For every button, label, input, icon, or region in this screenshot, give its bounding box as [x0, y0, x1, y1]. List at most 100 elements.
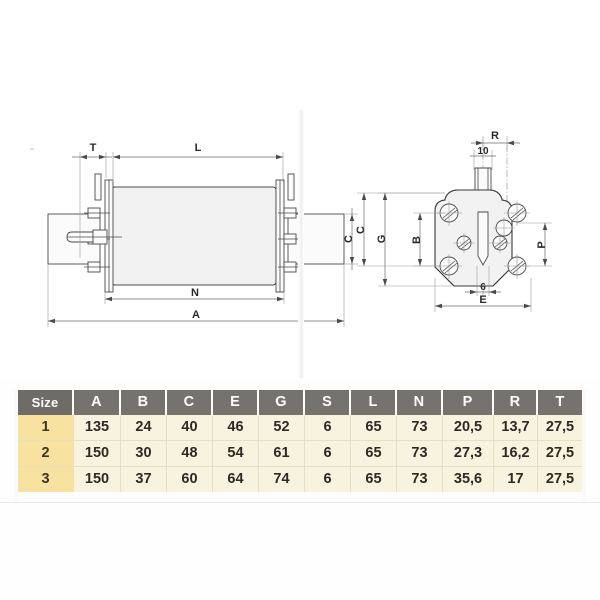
- drawings-svg: T L C: [30, 130, 552, 327]
- table-right-shade: [582, 390, 586, 502]
- dimension-table: Size A B C E G S L N P R T 1 135: [18, 390, 582, 492]
- screw-top-right: [504, 201, 530, 226]
- arrow: [417, 213, 423, 220]
- dim-C-left-view: C: [343, 208, 358, 270]
- corner-screws: [436, 201, 530, 279]
- cell-e: 46: [213, 415, 259, 441]
- dim-L: L: [112, 142, 284, 182]
- dim-label-B: B: [411, 236, 423, 244]
- arrow: [507, 140, 514, 146]
- arrow: [361, 193, 367, 200]
- dim-10: 10: [470, 146, 496, 170]
- cell-l: 65: [351, 415, 397, 441]
- dim-label-A: A: [192, 309, 200, 321]
- cell-b: 30: [121, 441, 167, 467]
- column-header-a[interactable]: A: [74, 390, 121, 415]
- cell-l: 65: [351, 441, 397, 467]
- arrow: [382, 193, 388, 200]
- column-header-t[interactable]: T: [538, 390, 582, 415]
- arrow: [349, 214, 355, 221]
- fuse-body: [111, 186, 277, 286]
- arrow: [542, 223, 548, 230]
- dim-label-P: P: [536, 241, 548, 248]
- technical-drawing-area: T L C: [30, 110, 552, 378]
- column-header-p[interactable]: P: [443, 390, 494, 415]
- left-grip-lug: [94, 173, 102, 201]
- cell-a: 135: [74, 415, 121, 441]
- arrow: [476, 140, 483, 146]
- cell-size: 3: [18, 467, 74, 492]
- cell-n: 73: [397, 467, 443, 492]
- striker-pin: [66, 229, 122, 245]
- arrow: [524, 303, 531, 309]
- dim-G: G: [376, 192, 452, 287]
- arrow: [349, 257, 355, 264]
- arrow: [417, 259, 423, 266]
- dim-label-C: C: [343, 235, 355, 243]
- column-header-b[interactable]: B: [121, 390, 167, 415]
- table-header: Size A B C E G S L N P R T: [18, 390, 582, 415]
- dim-label-R: R: [491, 130, 499, 142]
- dim-6: 6: [465, 266, 501, 296]
- cell-g: 52: [259, 415, 305, 441]
- header-row: Size A B C E G S L N P R T: [18, 390, 582, 415]
- cell-a: 150: [74, 467, 121, 492]
- arrow: [435, 303, 442, 309]
- dim-label-T: T: [90, 142, 97, 154]
- column-header-size[interactable]: Size: [18, 390, 74, 415]
- table-row: 3 150 37 60 64 74 6 65 73 35,6 17 27,5: [18, 467, 582, 492]
- arrow: [105, 296, 112, 302]
- screw-inner-upper-right: [493, 217, 515, 239]
- column-header-g[interactable]: G: [259, 390, 305, 415]
- dim-N: N: [104, 287, 285, 304]
- dim-A: A: [47, 264, 345, 327]
- dim-label-N: N: [191, 287, 199, 299]
- dim-P: P: [517, 222, 552, 267]
- cell-t: 27,5: [538, 467, 582, 492]
- dim-label-L: L: [195, 142, 202, 154]
- cell-s: 6: [305, 441, 351, 467]
- arrow: [470, 289, 477, 295]
- arrow: [113, 154, 120, 160]
- column-header-s[interactable]: S: [305, 390, 351, 415]
- cell-p: 27,3: [443, 441, 494, 467]
- left-view-side-elevation: T L C: [30, 142, 358, 327]
- column-header-l[interactable]: L: [351, 390, 397, 415]
- arrow: [489, 289, 496, 295]
- column-header-c[interactable]: C: [167, 390, 213, 415]
- arrow: [276, 154, 283, 160]
- cell-n: 73: [397, 415, 443, 441]
- dimension-table-wrapper: Size A B C E G S L N P R T 1 135: [18, 390, 582, 492]
- table-bottom-rule: [0, 502, 600, 503]
- screw-inner-left: [453, 233, 475, 253]
- right-view-end-elevation: R 10 C: [355, 130, 552, 312]
- cell-size: 2: [18, 441, 74, 467]
- cell-g: 74: [259, 467, 305, 492]
- dim-B: B: [411, 212, 445, 267]
- fuse-body-end-outline: [434, 189, 513, 287]
- dim-C-right-view: C: [355, 192, 445, 267]
- column-header-r[interactable]: R: [494, 390, 538, 415]
- cell-e: 64: [213, 467, 259, 492]
- inner-screws: [453, 217, 515, 253]
- dim-label-10: 10: [477, 146, 489, 157]
- cell-s: 6: [305, 467, 351, 492]
- dim-label-E: E: [479, 294, 486, 306]
- column-header-n[interactable]: N: [397, 390, 443, 415]
- dim-label-G: G: [376, 235, 388, 244]
- cell-p: 35,6: [443, 467, 494, 492]
- cell-r: 16,2: [494, 441, 538, 467]
- cell-p: 20,5: [443, 415, 494, 441]
- cell-c: 40: [167, 415, 213, 441]
- cell-t: 27,5: [538, 415, 582, 441]
- column-header-e[interactable]: E: [213, 390, 259, 415]
- dim-E: E: [434, 278, 532, 312]
- dim-R: R: [471, 130, 520, 150]
- dim-label-C2: C: [355, 226, 367, 234]
- cell-e: 54: [213, 441, 259, 467]
- cell-c: 60: [167, 467, 213, 492]
- cell-b: 37: [121, 467, 167, 492]
- cell-s: 6: [305, 415, 351, 441]
- right-grip-lug: [287, 173, 295, 201]
